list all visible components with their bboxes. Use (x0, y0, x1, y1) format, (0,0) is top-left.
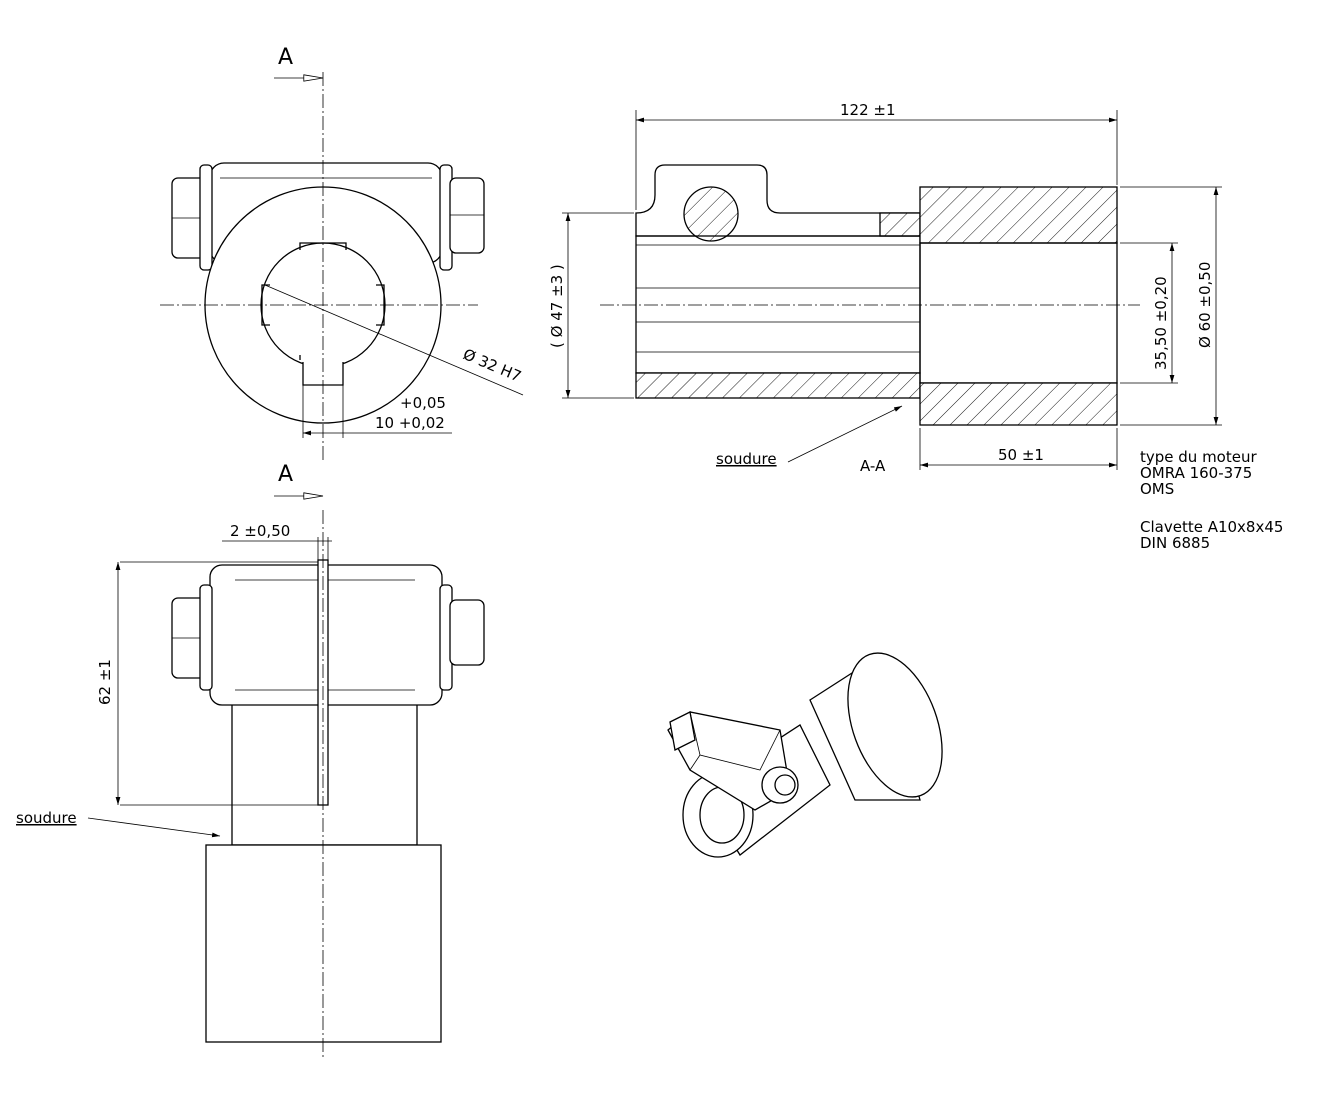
note-line: Clavette A10x8x45 (1140, 518, 1283, 536)
weld-label: soudure (716, 450, 777, 468)
bore-dim-label: Ø 32 H7 (460, 345, 523, 386)
weld-label: soudure (16, 809, 77, 827)
section-letter: A (278, 45, 293, 70)
note-line: OMS (1140, 480, 1174, 498)
gap-dim-label: 2 ±0,50 (230, 522, 290, 540)
sleeve-dim-label: 50 ±1 (998, 446, 1044, 464)
tube-dim-label: ( Ø 47 ±3 ) (548, 264, 566, 348)
bore-dim-label: 35,50 ±0,20 (1152, 276, 1170, 370)
bolt-head-left (171, 164, 213, 271)
section-marker-bottom: A (274, 462, 324, 500)
bolt-nut-right (439, 164, 485, 271)
section-view: 122 ±1 ( Ø 47 ±3 ) 35,50 ±0,20 Ø 60 ±0,5… (548, 101, 1222, 475)
note-line: OMRA 160-375 (1140, 464, 1252, 482)
height-dim-label: 62 ±1 (96, 659, 114, 705)
section-letter: A (278, 462, 293, 487)
isometric-view (667, 652, 943, 858)
top-view: Ø 32 H7 +0,05 10 +0,02 (160, 72, 524, 462)
notes: type du moteur OMRA 160-375 OMS Clavette… (1140, 448, 1283, 552)
section-marker-top: A (274, 45, 324, 82)
front-view: 62 ±1 2 ±0,50 soudure (16, 510, 485, 1060)
section-title: A-A (860, 457, 886, 475)
note-line: type du moteur (1140, 448, 1257, 466)
key-dim-label: 10 +0,02 (375, 414, 445, 432)
note-line: DIN 6885 (1140, 534, 1210, 552)
length-dim-label: 122 ±1 (840, 101, 896, 119)
key-tolerance-upper: +0,05 (400, 394, 446, 412)
outer-dim-label: Ø 60 ±0,50 (1196, 262, 1214, 348)
